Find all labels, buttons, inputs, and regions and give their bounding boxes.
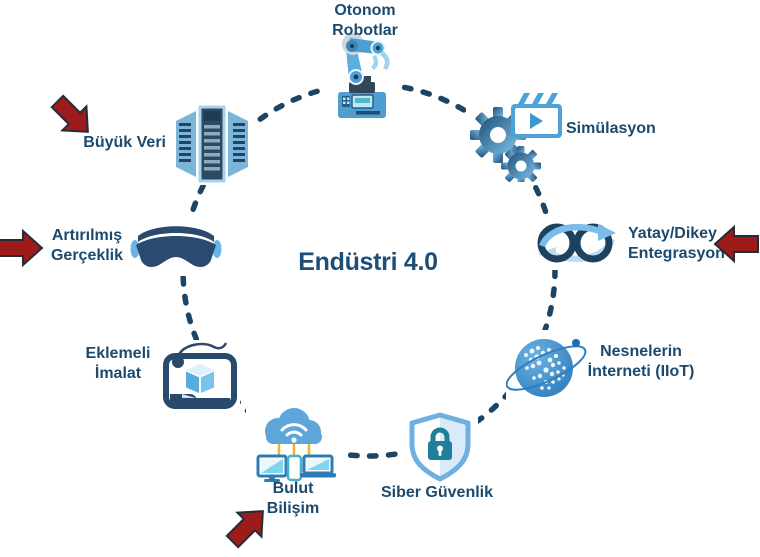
node-label-line2: Gerçeklik xyxy=(50,247,124,265)
node-label-artirilmis-gerceklik: Artırılmış Gerçeklik xyxy=(35,226,139,267)
node-label-line1: Bulut xyxy=(272,480,314,497)
cloud-devices-icon xyxy=(246,404,342,486)
printer-3d-icon xyxy=(160,340,240,416)
robot-arm-icon xyxy=(325,30,399,122)
highlight-arrow-artirilmis-gerceklik xyxy=(0,228,44,268)
node-label-line2: Bilişim xyxy=(266,500,320,518)
node-label-line2: İnterneti (IIoT) xyxy=(587,363,695,381)
node-label-line1: Yatay/Dikey xyxy=(628,225,717,242)
node-label-buyuk-veri: Büyük Veri xyxy=(58,133,166,153)
globe-network-icon xyxy=(506,330,598,408)
node-label-line2: İmalat xyxy=(94,365,142,383)
node-label-line1: Artırılmış xyxy=(51,227,123,244)
node-label-line1: Nesnelerin xyxy=(600,343,682,360)
node-label-nesnelerin-interneti: Nesnelerin İnterneti (IIoT) xyxy=(576,342,706,383)
node-label-bulut-bilisim: Bulut Bilişim xyxy=(243,479,343,520)
node-label-simulasyon: Simülasyon xyxy=(566,119,676,139)
node-label-siber-guvenlik: Siber Güvenlik xyxy=(376,483,498,503)
ar-goggles-icon xyxy=(128,218,224,276)
node-label-otonom-robotlar: Otonom Robotlar xyxy=(300,1,430,42)
highlight-arrow-yatay-dikey xyxy=(713,224,759,264)
node-label-line1: Otonom xyxy=(334,2,396,19)
node-label-line1: Eklemeli xyxy=(85,345,151,362)
node-label-line2: Entegrasyon xyxy=(628,245,725,263)
node-label-eklemeli-imalat: Eklemeli İmalat xyxy=(66,344,170,385)
gears-clapperboard-icon xyxy=(466,86,568,182)
node-label-line1: Siber Güvenlik xyxy=(380,484,494,501)
shield-lock-icon xyxy=(402,410,478,484)
node-label-line1: Büyük Veri xyxy=(83,134,166,151)
diagram-title: Endüstri 4.0 xyxy=(298,248,438,276)
node-label-yatay-dikey: Yatay/Dikey Entegrasyon xyxy=(628,224,738,265)
highlight-arrow-buyuk-veri xyxy=(50,94,89,133)
node-label-line2: Robotlar xyxy=(332,22,398,40)
server-stack-icon xyxy=(170,103,254,185)
node-label-line1: Simülasyon xyxy=(566,120,656,137)
highlight-arrow-bulut-bilisim xyxy=(225,510,264,549)
linked-rings-icon xyxy=(530,216,624,270)
